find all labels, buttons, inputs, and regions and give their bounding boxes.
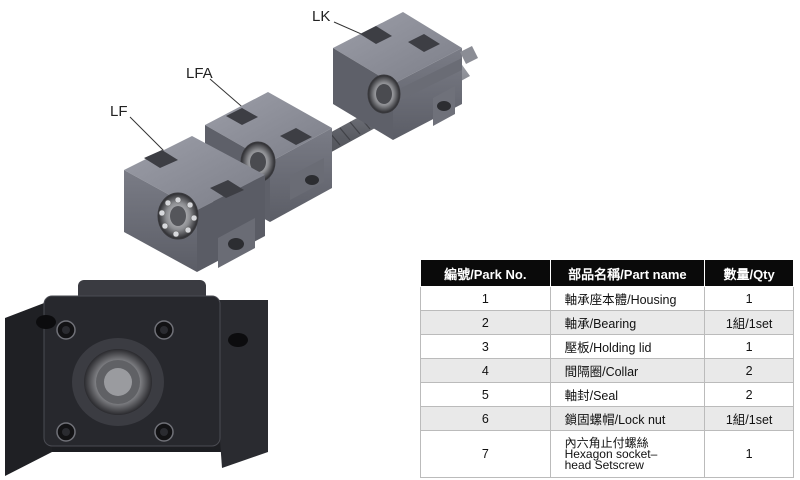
cell-part-name: 鎖固螺帽/Lock nut [549, 406, 706, 431]
cell-part-name: 軸承/Bearing [549, 310, 706, 335]
cell-quantity: 2 [704, 382, 794, 407]
parts-table: 編號/Park No. 部品名稱/Part name 數量/Qty 1 軸承座本… [420, 259, 794, 478]
cell-number: 5 [420, 382, 551, 407]
cell-part-name: 壓板/Holding lid [549, 334, 706, 359]
cell-number: 4 [420, 358, 551, 383]
table-row: 6 鎖固螺帽/Lock nut 1組/1set [420, 406, 794, 431]
table-row: 4 間隔圈/Collar 2 [420, 358, 794, 383]
cell-quantity: 1 [704, 430, 794, 478]
table-header-row: 編號/Park No. 部品名稱/Part name 數量/Qty [420, 259, 794, 287]
label-lf: LF [110, 103, 128, 120]
lf-support-block [124, 136, 265, 272]
table-row: 1 軸承座本體/Housing 1 [420, 286, 794, 311]
cell-quantity: 1組/1set [704, 310, 794, 335]
flange-housing-photo [5, 280, 268, 476]
cell-part-name: 軸承座本體/Housing [549, 286, 706, 311]
table-row: 5 軸封/Seal 2 [420, 382, 794, 407]
cell-number: 1 [420, 286, 551, 311]
cell-quantity: 1 [704, 286, 794, 311]
header-part-name: 部品名稱/Part name [549, 259, 706, 287]
cell-quantity: 1組/1set [704, 406, 794, 431]
label-lfa: LFA [186, 65, 213, 82]
table-row: 2 軸承/Bearing 1組/1set [420, 310, 794, 335]
cell-quantity: 1 [704, 334, 794, 359]
part-name-line-en-1: Hexagon socket– [564, 446, 658, 461]
cell-number: 2 [420, 310, 551, 335]
cell-number: 3 [420, 334, 551, 359]
cell-number: 6 [420, 406, 551, 431]
part-name-line-en-2: head Setscrew [564, 457, 644, 472]
cell-part-name: 軸封/Seal [549, 382, 706, 407]
cell-quantity: 2 [704, 358, 794, 383]
part-name-line-zh: 內六角止付螺絲 [564, 435, 649, 450]
table-row: 7 內六角止付螺絲 Hexagon socket– head Setscrew … [420, 430, 794, 478]
lk-support-block [333, 12, 478, 140]
table-row: 3 壓板/Holding lid 1 [420, 334, 794, 359]
cell-part-name: 內六角止付螺絲 Hexagon socket– head Setscrew [549, 430, 706, 478]
cell-part-name: 間隔圈/Collar [549, 358, 706, 383]
header-part-number: 編號/Park No. [420, 259, 551, 287]
cell-number: 7 [420, 430, 551, 478]
header-quantity: 數量/Qty [704, 259, 794, 287]
label-lk: LK [312, 8, 331, 25]
